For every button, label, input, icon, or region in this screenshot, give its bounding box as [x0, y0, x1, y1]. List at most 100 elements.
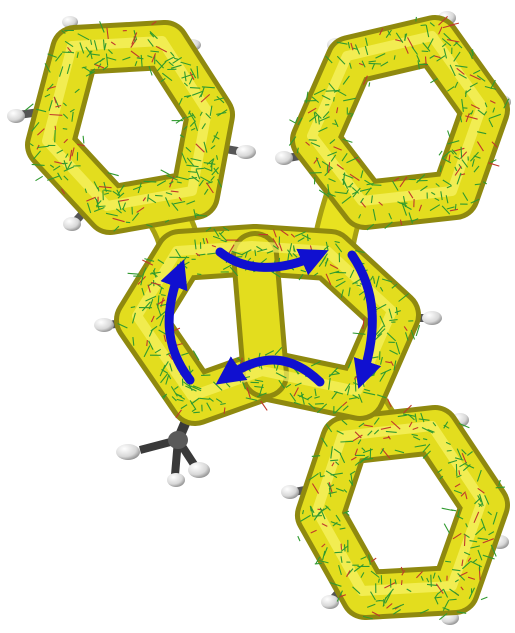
current-vector — [350, 473, 354, 486]
current-vector — [437, 468, 443, 474]
current-vector — [160, 77, 166, 83]
current-vector — [67, 46, 72, 53]
current-vector — [217, 178, 222, 188]
current-vector — [149, 32, 155, 38]
current-vector — [351, 187, 360, 194]
current-vector — [159, 364, 166, 377]
current-vector — [437, 575, 442, 583]
current-vector — [213, 97, 225, 101]
current-vector — [484, 102, 488, 108]
current-vector — [392, 609, 401, 615]
current-vector — [106, 27, 109, 40]
current-vector — [446, 185, 453, 189]
current-vector — [338, 594, 346, 598]
current-vector — [314, 396, 320, 399]
current-vector — [117, 192, 125, 199]
current-vector — [429, 22, 435, 27]
current-vector — [412, 426, 419, 431]
current-vector — [340, 440, 354, 443]
current-vector — [368, 60, 376, 63]
current-vector — [190, 385, 202, 392]
current-vector — [427, 38, 434, 49]
current-vector — [364, 179, 374, 186]
current-vector — [336, 590, 343, 602]
current-vector — [388, 212, 393, 220]
current-vector — [442, 24, 455, 29]
current-vector — [102, 39, 105, 50]
hydrogen-atom — [116, 444, 140, 460]
current-vector — [318, 127, 328, 133]
current-vector — [336, 277, 344, 282]
current-vector — [44, 93, 51, 98]
current-vector — [205, 113, 211, 119]
current-vector — [462, 192, 469, 201]
current-vector — [302, 509, 305, 515]
current-vector — [166, 174, 178, 181]
current-vector — [366, 223, 375, 231]
current-vector — [171, 202, 179, 211]
current-vector — [31, 163, 45, 166]
current-vector — [151, 272, 158, 278]
current-vector — [478, 493, 484, 507]
current-vector — [327, 184, 330, 196]
current-vector — [391, 283, 398, 289]
current-vector — [349, 269, 355, 279]
current-vector — [106, 56, 117, 61]
current-vector — [297, 237, 305, 242]
current-vector — [394, 449, 405, 454]
current-vector — [449, 208, 459, 212]
current-vector — [184, 71, 187, 82]
current-vector — [375, 303, 387, 311]
current-vector — [455, 65, 468, 68]
current-vector — [258, 384, 264, 397]
current-vector — [223, 407, 226, 414]
current-vector — [189, 71, 195, 81]
current-vector — [171, 396, 177, 402]
current-vector — [347, 41, 351, 49]
current-vector — [156, 180, 167, 187]
hydrogen-atom — [167, 473, 185, 487]
current-vector — [220, 239, 227, 243]
current-vector — [482, 538, 494, 544]
isosurface — [25, 15, 510, 620]
current-vector — [361, 60, 366, 68]
current-vector — [201, 86, 215, 89]
current-vector — [245, 397, 258, 401]
current-vector — [305, 141, 310, 146]
current-vector — [186, 200, 196, 205]
current-vector — [178, 196, 182, 202]
current-vector — [122, 202, 127, 210]
current-vector — [293, 247, 296, 253]
current-vector — [394, 310, 401, 314]
current-vector — [203, 188, 209, 195]
current-vector — [442, 588, 449, 598]
current-vector — [137, 182, 142, 194]
current-vector — [311, 455, 321, 457]
current-vector — [53, 165, 61, 171]
current-vector — [64, 40, 74, 48]
current-vector — [420, 24, 426, 27]
current-vector — [450, 150, 455, 155]
current-vector — [426, 577, 430, 583]
current-vector — [134, 61, 138, 67]
current-vector — [69, 108, 75, 113]
current-vector — [448, 154, 451, 162]
current-vector — [403, 326, 408, 332]
current-vector — [401, 570, 406, 576]
current-vector — [188, 177, 198, 180]
current-vector — [82, 135, 85, 144]
current-vector — [158, 329, 167, 336]
current-vector — [352, 586, 361, 595]
current-vector — [155, 45, 168, 53]
current-vector — [452, 569, 461, 572]
current-vector — [74, 88, 80, 94]
current-vector — [445, 441, 451, 445]
current-vector — [313, 157, 319, 164]
current-vector — [62, 113, 69, 119]
current-vector — [477, 537, 488, 541]
current-vector — [325, 423, 333, 433]
current-vector — [451, 149, 458, 155]
current-vector — [121, 208, 126, 213]
current-vector — [370, 557, 377, 563]
current-vector — [457, 573, 466, 581]
